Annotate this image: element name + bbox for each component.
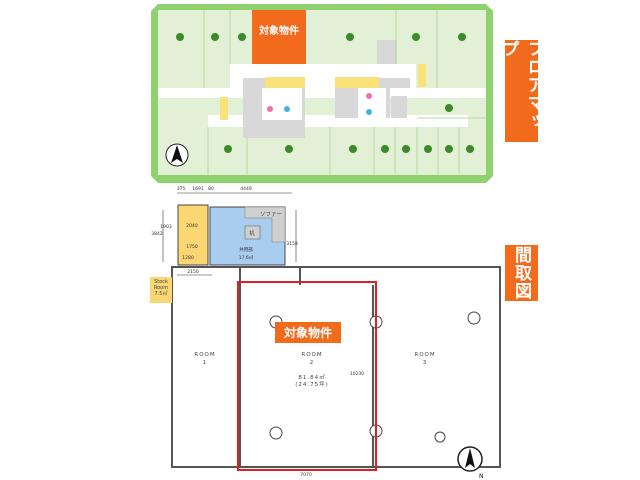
north-arrow-icon bbox=[165, 143, 189, 167]
plan-target-label: 対象物件 bbox=[275, 322, 341, 343]
dim-label: 7070 bbox=[300, 472, 312, 478]
common-area-size: 17.6㎡ bbox=[239, 254, 254, 261]
floor-map: 対象物件 bbox=[151, 4, 493, 183]
desk-label: 机 bbox=[249, 230, 254, 237]
dim-label: 1903 bbox=[160, 224, 172, 230]
dim-label: 80 bbox=[208, 186, 214, 192]
stock-room-text: Room bbox=[153, 285, 169, 291]
dim-label: 375 bbox=[177, 186, 186, 192]
storage-room bbox=[177, 204, 209, 266]
map-target-label: 対象物件 bbox=[258, 24, 299, 37]
tenant-markers bbox=[176, 33, 474, 153]
sofa-label: ソファー bbox=[260, 211, 282, 218]
room3-label: ROOM bbox=[414, 352, 435, 358]
dim-label: 1750 bbox=[186, 244, 198, 250]
room3-number: 3 bbox=[423, 360, 428, 366]
target-property-highlight bbox=[252, 10, 306, 64]
room2-area: 81.84㎡ bbox=[298, 373, 325, 381]
dim-label: 10230 bbox=[350, 371, 364, 377]
floor-map-heading: フロアマップ bbox=[499, 40, 544, 142]
column bbox=[467, 311, 481, 325]
north-label: N bbox=[479, 473, 484, 480]
floor-plan: ソファー 机 共用部 17.6㎡ 375 1691 80 4449 3842 1… bbox=[151, 186, 501, 480]
dim-label: 3842 bbox=[151, 231, 163, 237]
dimension-lines bbox=[162, 192, 297, 276]
layout-heading: 間取図 bbox=[505, 245, 538, 301]
stock-room-text: Stock bbox=[154, 279, 168, 285]
room2-number: 2 bbox=[310, 360, 315, 366]
column bbox=[434, 431, 446, 443]
dim-label: 1691 bbox=[192, 186, 204, 192]
dim-label: 2040 bbox=[186, 223, 198, 229]
target-property-outline bbox=[237, 281, 377, 471]
dim-label: 3158 bbox=[286, 241, 298, 247]
outer-wall bbox=[171, 266, 501, 468]
desk bbox=[244, 225, 261, 240]
dim-label: 2150 bbox=[187, 269, 199, 275]
room2-tsubo: (24.75坪) bbox=[295, 380, 329, 388]
common-area-label: 共用部 bbox=[239, 246, 253, 253]
room1-label: ROOM bbox=[194, 352, 215, 358]
room1-number: 1 bbox=[203, 360, 208, 366]
womens-restroom-icon bbox=[267, 106, 273, 112]
stock-room-label: Stock Room 7.5㎡ bbox=[150, 277, 172, 303]
dim-label: 1280 bbox=[182, 255, 194, 261]
mens-restroom-icon bbox=[284, 106, 290, 112]
room2-label: ROOM bbox=[301, 352, 322, 358]
stock-room-size: 7.5㎡ bbox=[154, 291, 168, 297]
womens-restroom-icon bbox=[366, 93, 372, 99]
dim-label: 4449 bbox=[240, 186, 252, 192]
north-arrow-icon: N bbox=[457, 446, 484, 480]
column bbox=[269, 426, 283, 440]
mens-restroom-icon bbox=[366, 109, 372, 115]
